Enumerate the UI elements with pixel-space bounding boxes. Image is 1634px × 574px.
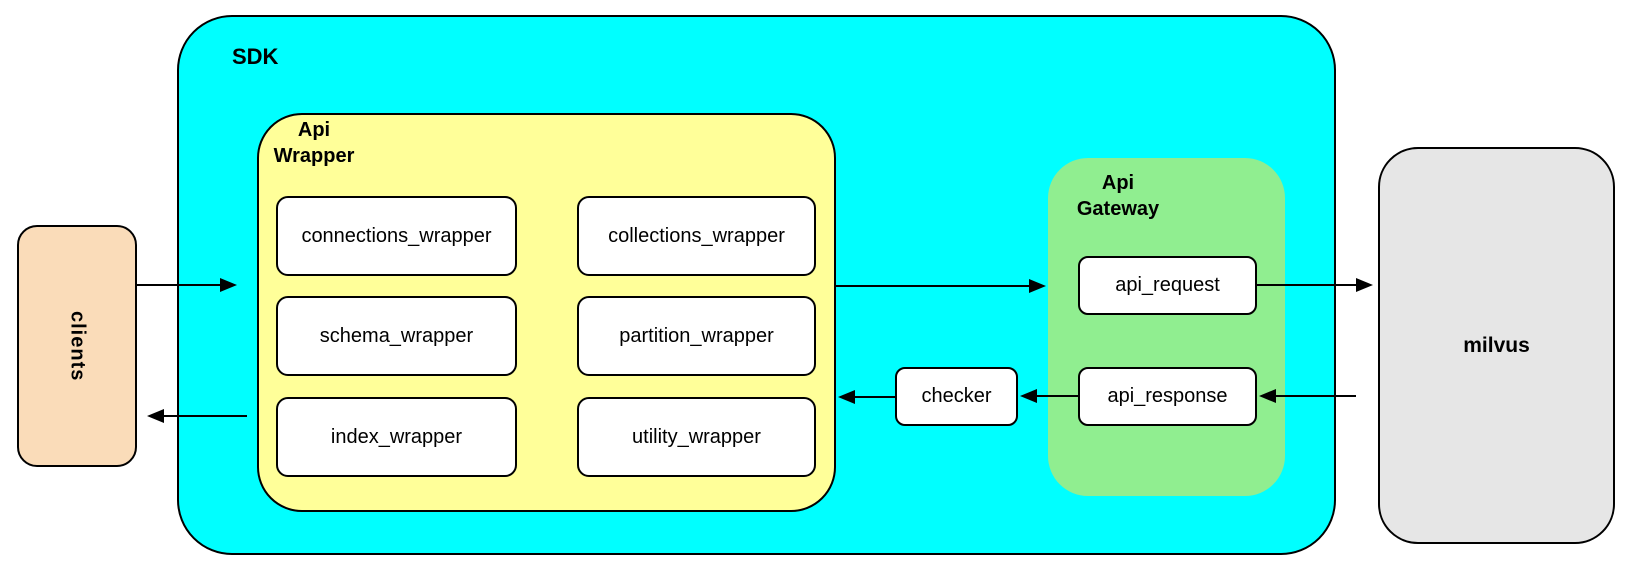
api-response-box: api_response bbox=[1078, 367, 1257, 426]
api-response-label: api_response bbox=[1107, 385, 1228, 407]
arrow-head bbox=[147, 409, 164, 423]
connections-wrapper-label: connections_wrapper bbox=[301, 224, 492, 247]
utility-wrapper-box: utility_wrapper bbox=[577, 397, 816, 477]
api-gateway-container bbox=[1048, 158, 1285, 496]
clients-node: clients bbox=[17, 225, 137, 467]
schema-wrapper-label: schema_wrapper bbox=[319, 324, 474, 347]
arrow-line bbox=[164, 415, 247, 417]
arrow-head bbox=[220, 278, 237, 292]
arrow-line bbox=[836, 285, 1029, 287]
clients-label: clients bbox=[66, 310, 89, 382]
arrow-line bbox=[1257, 284, 1356, 286]
milvus-label: milvus bbox=[1463, 333, 1530, 357]
arrow-head bbox=[1259, 389, 1276, 403]
collections-wrapper-label: collections_wrapper bbox=[608, 224, 785, 247]
api-wrapper-label: Api Wrapper bbox=[273, 119, 355, 167]
arrow-head bbox=[1029, 279, 1046, 293]
partition-wrapper-box: partition_wrapper bbox=[577, 296, 816, 376]
arrow-line bbox=[1037, 395, 1078, 397]
partition-wrapper-label: partition_wrapper bbox=[619, 324, 774, 347]
arrow-head bbox=[1356, 278, 1373, 292]
arrow-line bbox=[855, 396, 895, 398]
api-request-box: api_request bbox=[1078, 256, 1257, 315]
schema-wrapper-box: schema_wrapper bbox=[276, 296, 517, 376]
arrow-line bbox=[1276, 395, 1356, 397]
checker-label: checker bbox=[921, 385, 992, 407]
checker-box: checker bbox=[895, 367, 1018, 426]
sdk-label: SDK bbox=[232, 44, 279, 69]
arrow-line bbox=[137, 284, 220, 286]
milvus-node: milvus bbox=[1378, 147, 1615, 544]
arrow-head bbox=[838, 390, 855, 404]
index-wrapper-box: index_wrapper bbox=[276, 397, 517, 477]
api-gateway-label: Api Gateway bbox=[1076, 172, 1160, 220]
api-request-label: api_request bbox=[1115, 274, 1220, 296]
connections-wrapper-box: connections_wrapper bbox=[276, 196, 517, 276]
arrow-head bbox=[1020, 389, 1037, 403]
collections-wrapper-box: collections_wrapper bbox=[577, 196, 816, 276]
index-wrapper-label: index_wrapper bbox=[330, 425, 463, 448]
utility-wrapper-label: utility_wrapper bbox=[632, 425, 761, 448]
